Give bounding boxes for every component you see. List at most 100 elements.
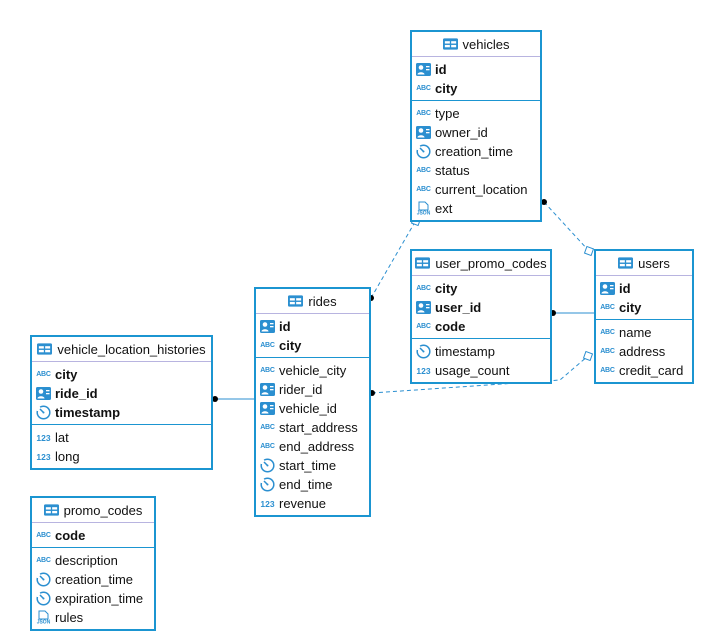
column-name: ext bbox=[435, 201, 453, 216]
table-name: users bbox=[638, 255, 670, 271]
column-name: rider_id bbox=[279, 382, 323, 397]
table-promo-codes[interactable]: promo_codescode descriptioncreation_timee… bbox=[30, 496, 156, 631]
column-row[interactable]: city bbox=[412, 279, 550, 298]
123-number-icon bbox=[416, 364, 431, 378]
table-name: rides bbox=[308, 293, 337, 309]
svg-text:JSON: JSON bbox=[417, 211, 431, 217]
column-row[interactable]: JSON rules bbox=[32, 608, 154, 627]
column-name: status bbox=[435, 163, 470, 178]
column-row[interactable]: rider_id bbox=[256, 380, 369, 399]
clock-icon bbox=[260, 477, 275, 492]
key-columns: id city bbox=[256, 314, 369, 358]
column-row[interactable]: status bbox=[412, 161, 540, 180]
123-number-icon bbox=[36, 431, 51, 445]
column-row[interactable]: long bbox=[32, 447, 211, 466]
column-name: city bbox=[55, 367, 78, 382]
column-row[interactable]: creation_time bbox=[32, 570, 154, 589]
abc-text-icon bbox=[600, 345, 615, 359]
id-card-icon bbox=[416, 301, 431, 315]
column-row[interactable]: start_time bbox=[256, 456, 369, 475]
svg-text:JSON: JSON bbox=[37, 620, 51, 626]
column-name: city bbox=[619, 300, 642, 315]
id-card-icon bbox=[416, 63, 431, 77]
column-row[interactable]: owner_id bbox=[412, 123, 540, 142]
column-name: long bbox=[55, 449, 80, 464]
abc-text-icon bbox=[416, 164, 431, 178]
column-row[interactable]: id bbox=[412, 60, 540, 79]
column-name: usage_count bbox=[435, 363, 510, 378]
table-name: vehicle_location_histories bbox=[57, 341, 206, 357]
key-columns: idcity bbox=[412, 57, 540, 101]
abc-text-icon bbox=[260, 421, 275, 435]
column-row[interactable]: name bbox=[596, 323, 692, 342]
column-row[interactable]: usage_count bbox=[412, 361, 550, 380]
table-rides[interactable]: rides id city vehicle_city rider_id vehicle_i… bbox=[254, 287, 371, 517]
clock-icon bbox=[36, 405, 51, 420]
column-row[interactable]: creation_time bbox=[412, 142, 540, 161]
column-row[interactable]: timestamp bbox=[32, 403, 211, 422]
column-name: expiration_time bbox=[55, 591, 144, 606]
relationship-line-vehicles-to-users[interactable] bbox=[543, 201, 590, 252]
column-name: city bbox=[435, 281, 458, 296]
table-icon bbox=[618, 256, 634, 270]
column-row[interactable]: city bbox=[256, 336, 369, 355]
column-row[interactable]: end_address bbox=[256, 437, 369, 456]
column-row[interactable]: lat bbox=[32, 428, 211, 447]
column-row[interactable]: id bbox=[596, 279, 692, 298]
columns: timestamp usage_count bbox=[412, 339, 550, 382]
abc-text-icon bbox=[600, 364, 615, 378]
column-row[interactable]: timestamp bbox=[412, 342, 550, 361]
abc-text-icon bbox=[416, 82, 431, 96]
column-row[interactable]: code bbox=[412, 317, 550, 336]
table-header[interactable]: user_promo_codes bbox=[412, 251, 550, 276]
table-header[interactable]: vehicles bbox=[412, 32, 540, 57]
column-name: start_address bbox=[279, 420, 358, 435]
relationship-optional-square-icon bbox=[583, 245, 595, 257]
relationship-line-rides-to-vehicles[interactable] bbox=[370, 221, 416, 299]
column-row[interactable]: vehicle_id bbox=[256, 399, 369, 418]
column-row[interactable]: city bbox=[596, 298, 692, 317]
abc-text-icon bbox=[600, 326, 615, 340]
id-card-icon bbox=[260, 320, 275, 334]
column-name: type bbox=[435, 106, 460, 121]
abc-text-icon bbox=[416, 183, 431, 197]
column-row[interactable]: code bbox=[32, 526, 154, 545]
table-name: user_promo_codes bbox=[435, 255, 547, 271]
column-name: id bbox=[619, 281, 631, 296]
column-name: timestamp bbox=[55, 405, 121, 420]
abc-text-icon bbox=[600, 301, 615, 315]
column-row[interactable]: end_time bbox=[256, 475, 369, 494]
column-row[interactable]: vehicle_city bbox=[256, 361, 369, 380]
table-name: vehicles bbox=[462, 36, 510, 52]
column-row[interactable]: city bbox=[32, 365, 211, 384]
column-name: lat bbox=[55, 430, 69, 445]
clock-icon bbox=[36, 591, 51, 606]
column-row[interactable]: address bbox=[596, 342, 692, 361]
column-row[interactable]: start_address bbox=[256, 418, 369, 437]
column-row[interactable]: description bbox=[32, 551, 154, 570]
column-name: end_address bbox=[279, 439, 355, 454]
id-card-icon bbox=[36, 387, 51, 401]
table-header[interactable]: promo_codes bbox=[32, 498, 154, 523]
columns: nameaddresscredit_card bbox=[596, 320, 692, 382]
column-row[interactable]: city bbox=[412, 79, 540, 98]
column-row[interactable]: revenue bbox=[256, 494, 369, 513]
column-row[interactable]: id bbox=[256, 317, 369, 336]
table-vehicles[interactable]: vehicles idcity type owner_idcreation_times… bbox=[410, 30, 542, 222]
column-name: rules bbox=[55, 610, 84, 625]
column-row[interactable]: credit_card bbox=[596, 361, 692, 380]
table-header[interactable]: vehicle_location_histories bbox=[32, 337, 211, 362]
column-row[interactable]: type bbox=[412, 104, 540, 123]
column-row[interactable]: current_location bbox=[412, 180, 540, 199]
table-header[interactable]: rides bbox=[256, 289, 369, 314]
table-user-promo-codes[interactable]: user_promo_codescity user_idcode timestamp… bbox=[410, 249, 552, 384]
column-row[interactable]: ride_id bbox=[32, 384, 211, 403]
column-row[interactable]: user_id bbox=[412, 298, 550, 317]
clock-icon bbox=[416, 344, 431, 359]
column-row[interactable]: JSON ext bbox=[412, 199, 540, 218]
table-vehicle-location-histories[interactable]: vehicle_location_historiescity ride_idtim… bbox=[30, 335, 213, 470]
column-name: id bbox=[279, 319, 291, 334]
column-row[interactable]: expiration_time bbox=[32, 589, 154, 608]
table-header[interactable]: users bbox=[596, 251, 692, 276]
